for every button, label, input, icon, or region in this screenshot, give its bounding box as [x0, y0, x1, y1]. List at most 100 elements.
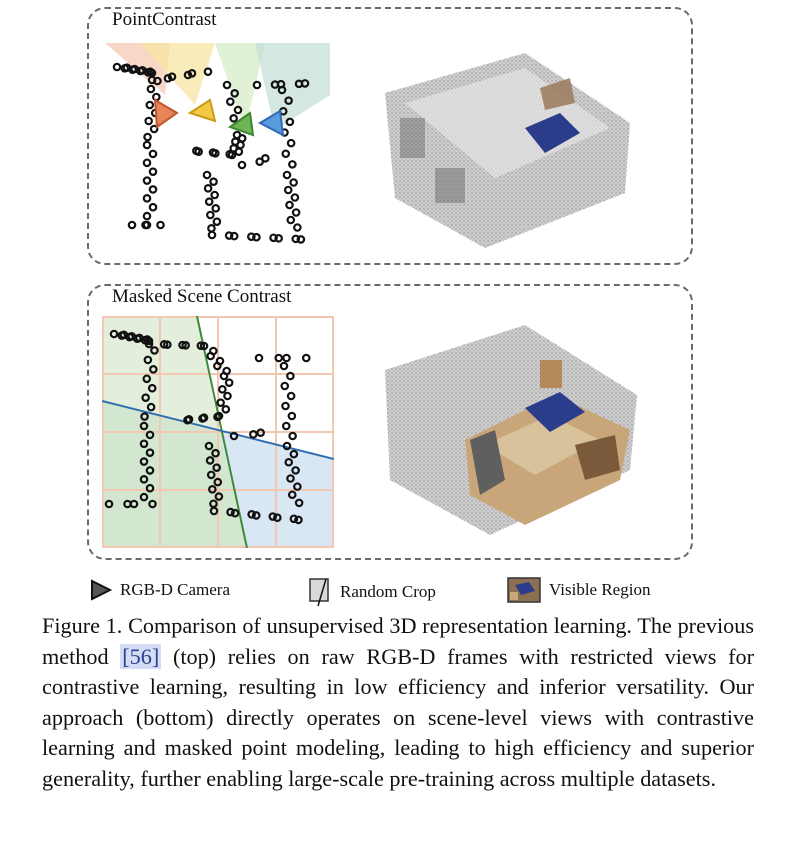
point-marker: [212, 463, 221, 472]
point-marker: [212, 217, 222, 226]
point-marker: [287, 411, 297, 421]
caption-prefix: Figure 1. Comparison of unsupervised 3D …: [42, 613, 754, 669]
point-marker: [128, 65, 137, 74]
point-marker: [142, 158, 152, 168]
point-marker: [209, 177, 218, 186]
point-marker: [225, 149, 234, 159]
point-marker: [286, 391, 296, 401]
point-marker: [207, 230, 217, 240]
point-marker: [205, 456, 215, 465]
point-marker: [140, 412, 149, 421]
point-marker: [221, 405, 231, 414]
point-marker: [143, 355, 153, 365]
pointcontrast-title: PointContrast: [112, 9, 217, 30]
point-marker: [249, 430, 258, 439]
point-marker: [143, 132, 152, 142]
point-marker: [283, 185, 293, 195]
pointcontrast-diagram: [105, 43, 330, 244]
point-marker: [237, 160, 247, 170]
point-marker: [216, 398, 225, 407]
point-marker: [133, 334, 142, 343]
point-marker: [146, 84, 156, 94]
point-marker: [274, 353, 284, 363]
point-marker: [156, 220, 165, 230]
point-marker: [129, 499, 139, 509]
point-marker: [148, 149, 158, 159]
camera-blue-icon: [257, 109, 285, 137]
point-marker: [145, 483, 155, 493]
point-marker: [294, 515, 303, 525]
legend-visible: Visible Region: [507, 577, 650, 603]
point-marker: [233, 105, 243, 115]
msc-diagram: [102, 316, 334, 548]
point-marker: [199, 341, 209, 351]
point-marker: [277, 85, 287, 95]
point-marker: [142, 194, 152, 203]
point-marker: [301, 353, 311, 363]
point-marker: [147, 383, 157, 393]
caption-suffix: (top) relies on raw RGB-D frames with re…: [42, 643, 754, 791]
point-marker: [291, 466, 300, 475]
point-marker: [282, 170, 292, 180]
point-marker: [247, 232, 256, 241]
point-marker: [139, 492, 149, 502]
masked-scene-contrast-title: Masked Scene Contrast: [112, 286, 292, 307]
point-marker: [222, 80, 232, 90]
point-marker: [211, 448, 220, 458]
point-marker: [136, 66, 145, 76]
point-marker: [192, 146, 201, 156]
point-marker: [125, 332, 134, 342]
point-marker: [224, 378, 234, 387]
point-marker: [284, 457, 294, 467]
point-marker: [109, 329, 119, 339]
point-marker: [207, 224, 216, 233]
random-crop-icon: [309, 578, 329, 607]
point-marker: [147, 75, 157, 85]
point-marker: [139, 421, 149, 431]
point-marker: [148, 499, 157, 509]
figure-caption: Figure 1. Comparison of unsupervised 3D …: [42, 611, 754, 795]
point-marker: [269, 233, 278, 243]
point-marker: [206, 210, 215, 220]
point-marker: [287, 490, 297, 500]
point-marker: [293, 482, 302, 491]
point-marker: [145, 100, 155, 110]
point-marker: [285, 200, 294, 210]
citation-link[interactable]: [56]: [120, 643, 162, 669]
scene-pointcloud-top: [385, 53, 630, 248]
point-marker: [104, 499, 114, 509]
point-marker: [226, 507, 235, 517]
point-marker: [145, 466, 155, 475]
point-marker: [284, 96, 293, 105]
point-marker: [142, 220, 152, 230]
point-marker: [210, 190, 219, 200]
legend-crop-label: Random Crop: [340, 582, 436, 601]
point-marker: [209, 506, 219, 516]
point-marker: [181, 341, 190, 350]
point-marker: [289, 514, 299, 524]
point-marker: [127, 220, 137, 230]
camera-green-icon: [227, 111, 255, 137]
point-marker: [150, 346, 159, 355]
point-marker: [183, 415, 192, 425]
point-marker: [289, 178, 298, 187]
point-marker: [148, 167, 158, 176]
masked-scene-contrast-panel: [87, 284, 693, 560]
pointcontrast-panel: [87, 7, 693, 265]
point-marker: [213, 477, 223, 487]
point-marker: [211, 204, 221, 213]
point-marker: [213, 412, 222, 422]
point-marker: [142, 140, 152, 150]
point-marker: [254, 353, 264, 363]
point-marker: [112, 62, 122, 72]
legend-visible-label: Visible Region: [549, 580, 651, 599]
point-marker: [163, 340, 172, 349]
point-marker: [261, 154, 270, 163]
point-marker: [230, 89, 239, 98]
point-marker: [251, 511, 261, 520]
point-marker: [224, 231, 234, 240]
point-marker: [144, 116, 153, 126]
point-marker: [139, 475, 149, 484]
point-marker: [187, 69, 197, 78]
point-marker: [204, 441, 214, 451]
